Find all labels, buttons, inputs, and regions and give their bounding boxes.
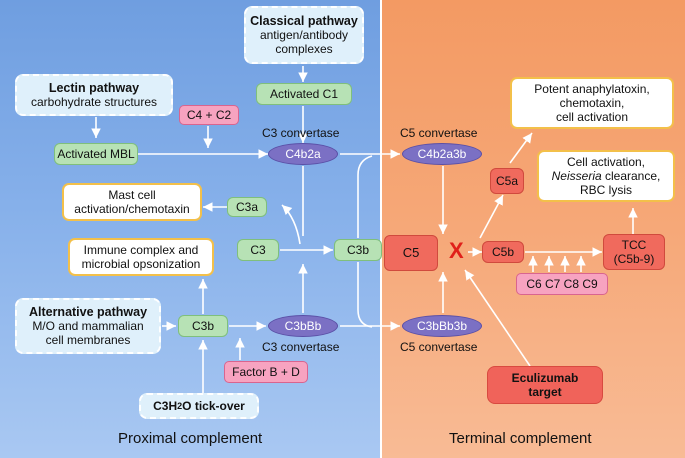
classical-pathway: Classical pathway antigen/antibody compl… — [244, 6, 364, 64]
activated-mbl: Activated MBL — [54, 143, 138, 165]
c3bbb: C3bBb — [268, 315, 338, 337]
eculizumab-target: Eculizumab target — [487, 366, 603, 404]
classical-pathway-line1: antigen/antibody — [259, 28, 349, 42]
c5b: C5b — [482, 241, 524, 263]
c3a: C3a — [227, 197, 267, 217]
c3: C3 — [237, 239, 279, 261]
terminal-complement-label: Terminal complement — [449, 430, 592, 447]
tcc: TCC (C5b-9) — [603, 234, 665, 270]
anaphylatoxin-line2: chemotaxin, — [559, 96, 625, 110]
arrow-c3b-up — [357, 155, 373, 238]
alternative-pathway-line2: cell membranes — [45, 333, 131, 347]
classical-pathway-line2: complexes — [275, 42, 333, 56]
tcc-line1: TCC — [621, 238, 647, 252]
panel-divider — [380, 0, 382, 458]
factor-b-d: Factor B + D — [224, 361, 308, 383]
eculizumab-line1: Eculizumab — [511, 371, 579, 385]
clearance-text: clearance, — [601, 169, 661, 183]
c5a: C5a — [490, 168, 524, 194]
c5-convertase-bottom-label: C5 convertase — [400, 340, 478, 354]
mast-cell-outcome: Mast cell activation/chemotaxin — [62, 183, 202, 221]
lectin-pathway: Lectin pathway carbohydrate structures — [15, 74, 173, 116]
cell-activation-line1: Cell activation, — [566, 155, 646, 169]
c4b2a: C4b2a — [268, 143, 338, 165]
c3bbb3b: C3bBb3b — [402, 315, 482, 337]
tickover-post: O tick-over — [182, 399, 245, 413]
immune-line2: microbial opsonization — [81, 257, 201, 271]
c3-convertase-top-label: C3 convertase — [262, 126, 340, 140]
eculizumab-line2: target — [528, 385, 562, 399]
cell-activation-line2: Neisseria clearance, — [552, 169, 661, 183]
anaphylatoxin-line3: cell activation — [555, 110, 629, 124]
arrow-c3b-down — [357, 262, 373, 328]
anaphylatoxin-outcome: Potent anaphylatoxin, chemotaxin, cell a… — [510, 77, 674, 129]
alternative-pathway-title: Alternative pathway — [28, 305, 148, 319]
alternative-pathway-line1: M/O and mammalian — [32, 319, 144, 333]
c4-c2: C4 + C2 — [179, 105, 239, 125]
tickover-pre: C3H — [153, 399, 178, 413]
c3b-left: C3b — [178, 315, 228, 337]
arrow-c5-c5a — [479, 194, 504, 239]
arrow-c5a-anaphylatoxin — [509, 132, 533, 164]
lectin-pathway-line1: carbohydrate structures — [30, 95, 158, 109]
block-x-mark: X — [449, 238, 464, 263]
tickover-sub: 2 — [177, 401, 183, 411]
cell-activation-outcome: Cell activation, Neisseria clearance, RB… — [537, 150, 675, 202]
immune-complex-outcome: Immune complex and microbial opsonizatio… — [68, 238, 214, 276]
lectin-pathway-title: Lectin pathway — [48, 81, 140, 95]
activated-c1: Activated C1 — [256, 83, 352, 105]
c6-c9: C6 C7 C8 C9 — [516, 273, 608, 295]
c5-convertase-top-label: C5 convertase — [400, 126, 478, 140]
anaphylatoxin-line1: Potent anaphylatoxin, — [534, 82, 650, 96]
neisseria-text: Neisseria — [551, 169, 602, 183]
mast-cell-line2: activation/chemotaxin — [74, 202, 190, 216]
alternative-pathway: Alternative pathway M/O and mammalian ce… — [15, 298, 161, 354]
tcc-line2: (C5b-9) — [613, 252, 655, 266]
classical-pathway-title: Classical pathway — [250, 14, 358, 28]
c3b-center: C3b — [334, 239, 382, 261]
mast-cell-line1: Mast cell — [108, 188, 156, 202]
c5: C5 — [384, 235, 438, 271]
proximal-complement-label: Proximal complement — [118, 430, 263, 447]
arrow-to-c3a-curve — [281, 204, 301, 245]
c4b2a3b: C4b2a3b — [402, 143, 482, 165]
c3-convertase-bottom-label: C3 convertase — [262, 340, 340, 354]
immune-line1: Immune complex and — [83, 243, 199, 257]
cell-activation-line3: RBC lysis — [579, 183, 632, 197]
arrow-eculizumab-block — [464, 269, 531, 367]
